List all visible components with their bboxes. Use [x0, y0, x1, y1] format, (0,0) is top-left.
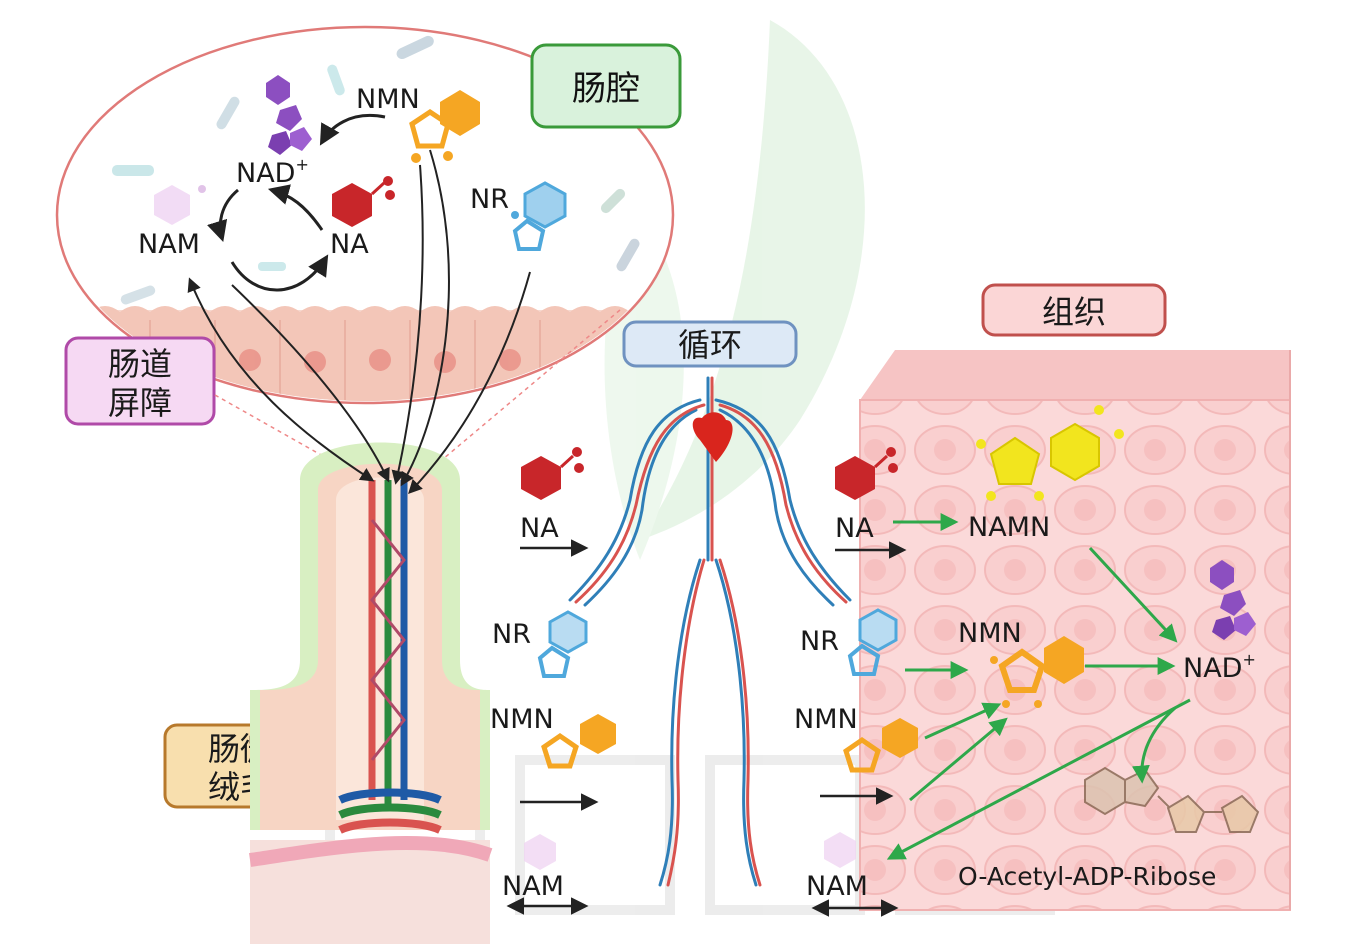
tissue-nmn-label: NMN — [958, 618, 1022, 649]
circ-na-label: NA — [520, 513, 559, 544]
bacteria-icons — [112, 35, 640, 305]
tissue-nr-icon — [847, 608, 898, 676]
circ-nmn-label: NMN — [490, 704, 554, 735]
namn-label: NAMN — [968, 512, 1050, 543]
lumen-title: 肠腔 — [572, 69, 640, 109]
circulation-title: 循环 — [678, 326, 742, 364]
lumen-nmn-label: NMN — [356, 84, 420, 115]
tissue-nad-icon — [1210, 560, 1256, 640]
lumen-nam-label: NAM — [138, 229, 200, 260]
lumen-na-label: NA — [330, 229, 369, 260]
tissue-nad-label: NAD+ — [1183, 650, 1256, 684]
barrier-label-box: 肠道 屏障 — [64, 336, 216, 426]
lumen-nad-icon — [266, 75, 312, 155]
acetyl-adp-ribose-icon — [1084, 766, 1260, 833]
human-circulation-figure — [568, 376, 852, 887]
tissue-na-label: NA — [835, 513, 874, 544]
circulation-label-box: 循环 — [622, 320, 798, 368]
circ-nr-icon — [537, 610, 588, 678]
tissue-nr-label: NR — [800, 626, 839, 657]
lumen-nr-icon — [511, 181, 567, 251]
tissue-nmn-left-label: NMN — [794, 704, 858, 735]
absorption-arrows — [187, 149, 531, 495]
intestinal-villus — [249, 442, 493, 944]
tissue-green-arrows — [886, 513, 1191, 860]
lumen-nmn-icon — [409, 90, 480, 163]
barrier-title-line1: 肠道 — [108, 345, 172, 383]
tissue-na-icon — [835, 447, 898, 500]
circ-nr-label: NR — [492, 619, 531, 650]
lumen-cycle-arrows — [207, 114, 386, 292]
lumen-label-box: 肠腔 — [530, 43, 682, 129]
barrier-title-line2: 屏障 — [108, 384, 172, 422]
tissue-nmn-left-icon — [843, 718, 918, 773]
tissue-nam-label: NAM — [806, 871, 868, 902]
circ-nam-icon — [524, 834, 556, 870]
lumen-nam-icon — [154, 185, 206, 225]
lumen-nad-label: NAD+ — [236, 155, 309, 189]
tissue-title: 组织 — [1042, 293, 1106, 331]
tissue-nmn-icon — [990, 636, 1084, 708]
lumen-na-icon — [332, 176, 395, 227]
tissue-nam-icon — [824, 832, 856, 868]
acetyl-adp-ribose-label: O-Acetyl-ADP-Ribose — [958, 862, 1216, 891]
circ-nam-label: NAM — [502, 871, 564, 902]
circ-na-icon — [521, 447, 584, 500]
tissue-label-box: 组织 — [981, 283, 1167, 337]
circ-nmn-icon — [541, 714, 616, 769]
namn-icon — [976, 405, 1124, 501]
lumen-nr-label: NR — [470, 184, 509, 215]
